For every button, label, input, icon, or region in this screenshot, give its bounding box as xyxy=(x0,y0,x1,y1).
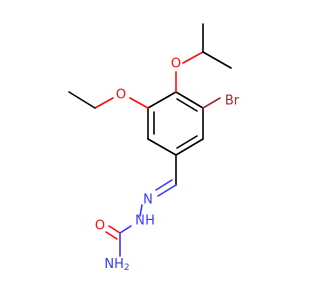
atom-n-hydrazide: N xyxy=(135,214,145,229)
bond-nh-c-carbonyl xyxy=(119,225,132,234)
atom-o-ethoxy: O xyxy=(116,88,126,103)
molecule-diagram: Br O O N N H O NH2 xyxy=(68,23,240,274)
atom-h-hydrazide: H xyxy=(145,214,155,229)
atom-o-carbonyl: O xyxy=(95,219,105,234)
ring-bond-c6-c1 xyxy=(175,138,204,156)
bond-c-o-carbonyl xyxy=(108,225,121,234)
structure-canvas: Br O O N N H O NH2 xyxy=(68,23,240,274)
bond-ch-n-imine-double xyxy=(155,179,173,191)
bond-n-n xyxy=(139,204,143,217)
bond-ch2-ch3 xyxy=(68,91,96,109)
ring-bond-c4-c5-inner xyxy=(176,98,198,112)
benzene-ring xyxy=(147,91,204,156)
bond-o-left-ch2 xyxy=(94,97,114,109)
ring-bond-c1-c2 xyxy=(147,138,177,156)
atom-br: Br xyxy=(225,94,240,109)
bond-o-top-ch xyxy=(182,51,204,64)
atom-o-isopropoxy: O xyxy=(171,57,181,72)
bond-ch-n-imine xyxy=(157,184,177,197)
subscript-2: 2 xyxy=(124,263,130,273)
atom-nh2-amide: NH2 xyxy=(104,257,129,274)
nh-text: NH xyxy=(104,257,124,272)
ring-bond-c3-c4 xyxy=(147,91,177,109)
bond-ch-ch3-right xyxy=(202,51,232,69)
ring-bond-c4-c5 xyxy=(175,91,204,109)
bond-c-o-carbonyl-double xyxy=(105,231,118,240)
atom-labels: Br O O N N H O NH2 xyxy=(95,57,240,274)
bond-c3-o-left xyxy=(129,97,149,109)
atom-n-imine: N xyxy=(143,193,153,208)
ring-bond-c6-c1-inner xyxy=(176,135,198,149)
bond-c5-br xyxy=(202,97,221,109)
